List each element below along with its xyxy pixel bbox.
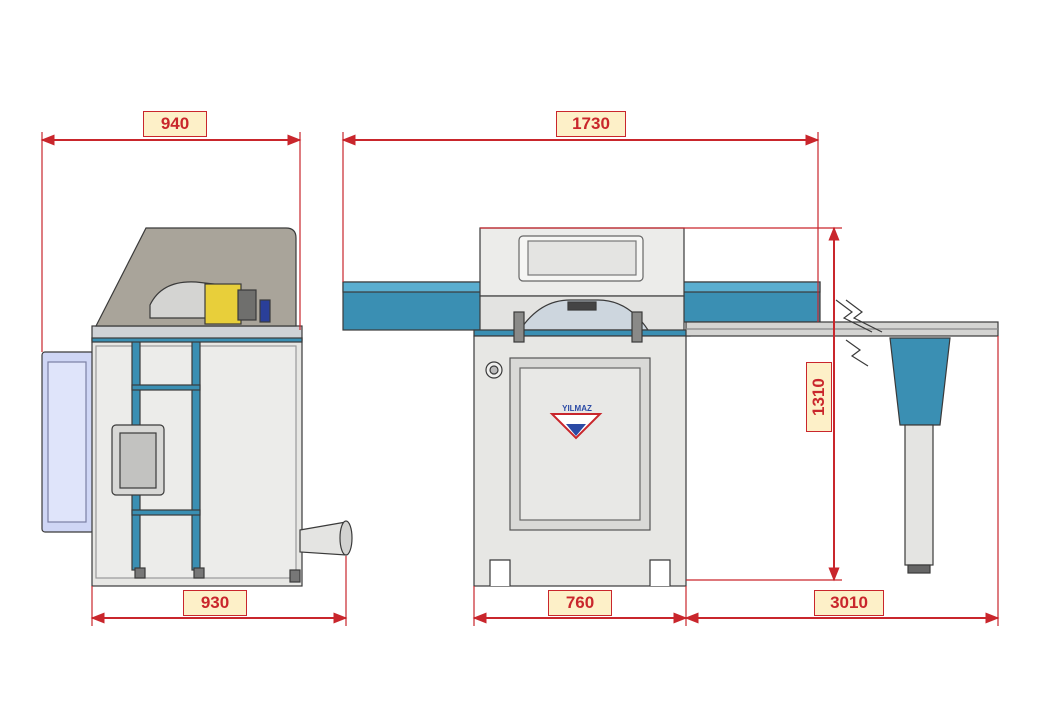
dimension-lines (40, 132, 1000, 626)
front-view: YILMAZ (342, 227, 821, 587)
dim-label-1730: 1730 (556, 111, 626, 137)
dim-label-3010: 3010 (814, 590, 884, 616)
front-access-door (519, 367, 641, 521)
extension-support-leg (904, 424, 934, 566)
dim-label-940: 940 (143, 111, 207, 137)
dim-label-930: 930 (183, 590, 247, 616)
brand-name: YILMAZ (562, 404, 592, 413)
side-motor (204, 283, 242, 325)
extension-support-funnel (889, 337, 951, 426)
side-view (41, 227, 353, 587)
dim-label-1310: 1310 (806, 362, 832, 432)
dim-label-760: 760 (548, 590, 612, 616)
extension-conveyor (685, 299, 999, 574)
